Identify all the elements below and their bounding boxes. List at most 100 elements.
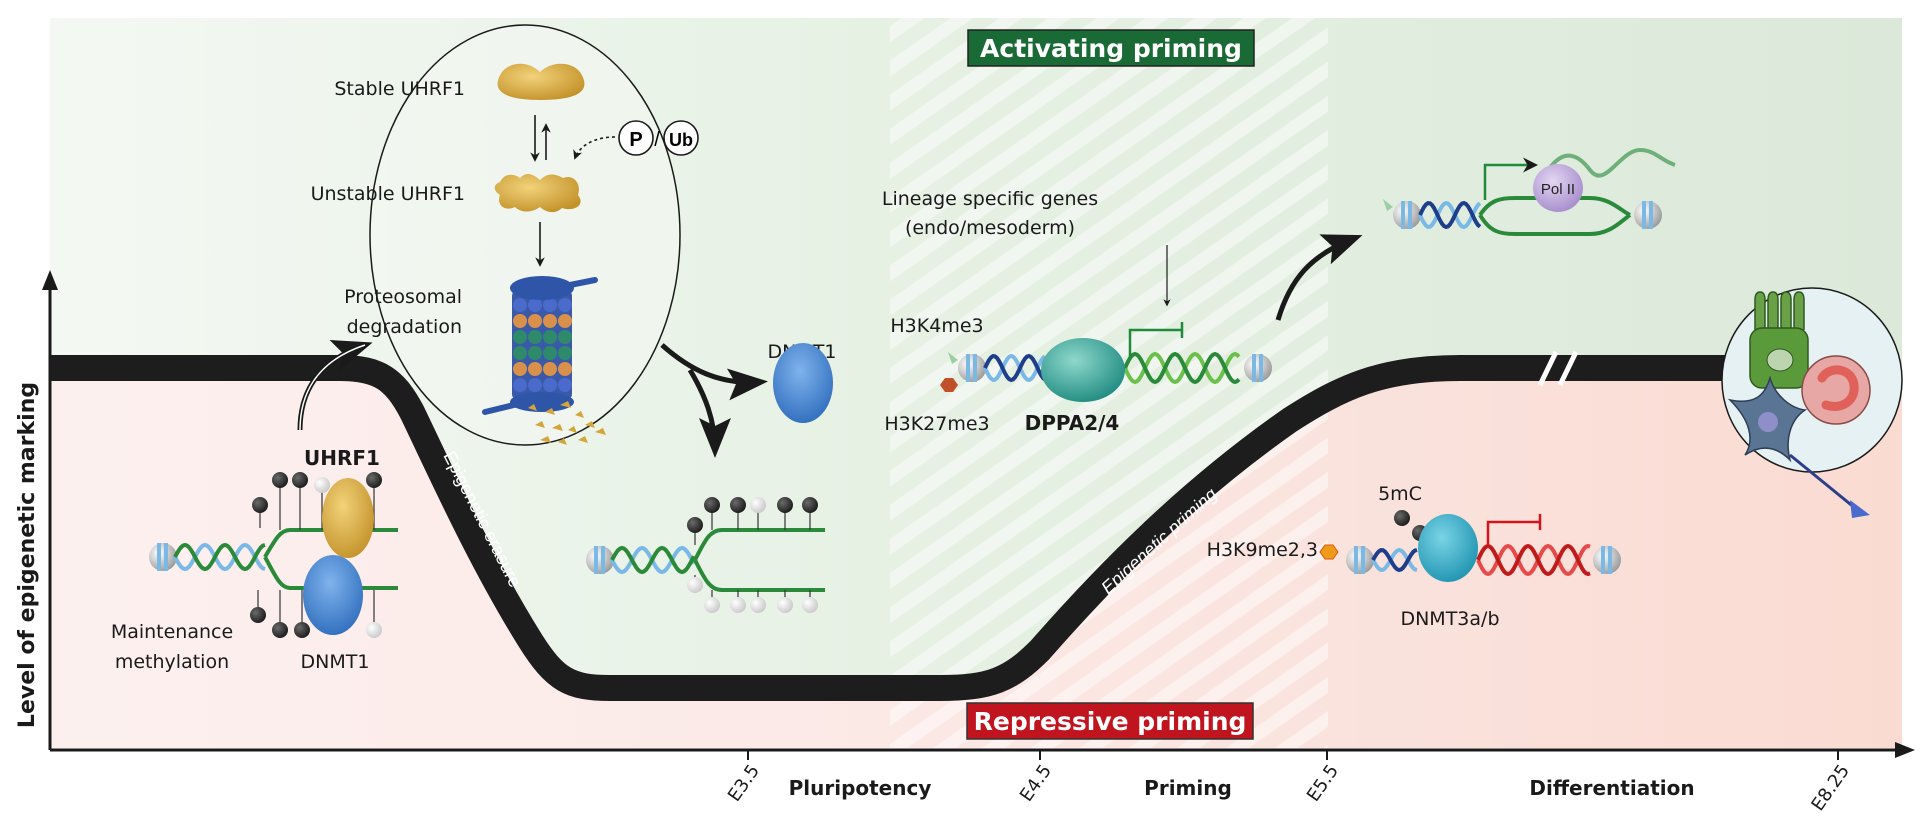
- proteasome-subunit: [558, 330, 572, 344]
- unmethyl-cpg-icon: [750, 497, 766, 513]
- proteasome-subunit: [558, 346, 572, 360]
- methyl-cpg-icon: [687, 517, 703, 533]
- unmethyl-cpg-icon: [802, 597, 818, 613]
- poised-promoter-icon: [1128, 322, 1184, 358]
- y-axis-arrow-icon: [42, 270, 58, 290]
- methyl-cpg-icon: [292, 472, 308, 488]
- methyl-cpg-icon: [730, 497, 746, 513]
- uhrf1-fragment: [540, 436, 551, 443]
- dna-strand: [1371, 547, 1418, 572]
- hemimethylated-dna-icon: [586, 497, 825, 613]
- h3k9-mark-icon: [1319, 544, 1339, 560]
- proteasome-subunit: [528, 362, 542, 376]
- uhrf1-fragment: [552, 424, 563, 431]
- stage-differentiation: Differentiation: [1529, 776, 1694, 800]
- dna-strand: [610, 545, 696, 575]
- y-axis-label: Level of epigenetic marking: [15, 382, 40, 728]
- proteasome-subunit: [528, 330, 542, 344]
- activating-priming-label: Activating priming: [980, 34, 1242, 63]
- lineage-genes-line2: (endo/mesoderm): [905, 217, 1075, 239]
- differentiated-cells-icon: [1721, 287, 1903, 518]
- dna-strand: [983, 353, 1047, 383]
- release-arrow: [660, 343, 768, 401]
- h3k4me3-mark-icon: [948, 352, 958, 364]
- uhrf1-fragment: [595, 428, 606, 435]
- unstable-uhrf1-label: Unstable UHRF1: [311, 183, 465, 205]
- tick-label-e5-5: E5.5: [1303, 761, 1343, 806]
- nucleosome-icon: [1346, 546, 1374, 574]
- stable-uhrf1-icon: [497, 63, 585, 100]
- active-promoter-icon: [1483, 157, 1538, 200]
- proteasome-subunit: [528, 378, 542, 392]
- proteasome-icon: [482, 276, 598, 415]
- proteasome-subunit: [528, 314, 542, 328]
- dnmt1-protein-icon: [303, 555, 363, 635]
- methyl-cpg-icon: [250, 607, 266, 623]
- dnmt1-label: DNMT1: [301, 651, 370, 673]
- h3k27me3-mark-icon: [940, 378, 958, 392]
- h3k4me3-label: H3K4me3: [890, 315, 983, 337]
- neuron-icon: [1727, 375, 1870, 518]
- unmethyl-cpg-icon: [314, 477, 330, 493]
- proteasome-subunit: [543, 346, 557, 360]
- proteasome-subunit: [558, 378, 572, 392]
- free-dnmt1-icon: [773, 343, 833, 423]
- dppa-label: DPPA2/4: [1025, 411, 1120, 435]
- dna-strand: [1476, 543, 1591, 577]
- proteasome-subunit: [543, 362, 557, 376]
- proteasome-subunit: [543, 314, 557, 328]
- proteasome-subunit: [528, 298, 542, 312]
- uhrf1-degradation-panel: Stable UHRF1 P / Ub Unstable UHRF1 Prote…: [311, 24, 699, 446]
- dna-strand: [983, 353, 1047, 383]
- methyl-cpg-icon: [272, 622, 288, 638]
- dna-strand: [1418, 200, 1482, 230]
- uhrf1-fragment: [578, 436, 588, 443]
- uhrf1-fragment: [560, 401, 571, 408]
- nucleosome-icon: [1593, 546, 1621, 574]
- erasure-arrow: [687, 368, 731, 458]
- proteasome-subunit: [513, 330, 527, 344]
- uhrf1-fragment: [545, 408, 555, 415]
- unmethyl-cpg-icon: [750, 597, 766, 613]
- dppa-priming-illustration: Lineage specific genes (endo/mesoderm) H…: [882, 188, 1363, 435]
- proteasome-subunit: [543, 330, 557, 344]
- nucleosome-icon: [1244, 354, 1272, 382]
- tick-label-e4-5: E4.5: [1016, 761, 1056, 806]
- maintenance-caption-line2: methylation: [115, 651, 229, 673]
- dna-strand: [173, 542, 266, 572]
- unstable-uhrf1-icon: [494, 174, 581, 213]
- unmethyl-cpg-icon: [730, 597, 746, 613]
- dna-strand: [1123, 351, 1241, 385]
- uhrf1-fragment: [528, 404, 537, 411]
- dna-strand-top: [263, 528, 398, 559]
- dna-strand: [1418, 200, 1482, 230]
- uhrf1-fragment: [575, 411, 584, 418]
- axes: Level of epigenetic marking E3.5 E4.5 E5…: [15, 270, 1915, 815]
- activating-priming-banner: Activating priming: [967, 29, 1255, 67]
- h3k9-label: H3K9me2,3: [1207, 539, 1318, 561]
- stage-pluripotency: Pluripotency: [789, 776, 932, 800]
- nucleosome-icon: [586, 546, 614, 574]
- panel-outline: [369, 24, 681, 446]
- activation-arrow: [1275, 234, 1363, 321]
- plot-background: [50, 18, 1902, 748]
- proteasome-subunit: [558, 362, 572, 376]
- dppa-protein-icon: [1041, 338, 1125, 402]
- dna-strand: [1371, 548, 1418, 573]
- pol2-label: Pol II: [1541, 181, 1575, 198]
- tick-label-e3-5: E3.5: [724, 761, 764, 806]
- 5mc-label: 5mC: [1378, 483, 1422, 505]
- unmethyl-cpg-icon: [366, 622, 382, 638]
- methyl-cpg-icon: [294, 622, 310, 638]
- dnmt3-label: DNMT3a/b: [1400, 608, 1499, 630]
- x-axis-arrow-icon: [1895, 742, 1915, 758]
- proteasome-subunit: [543, 378, 557, 392]
- tick-label-e8-25: E8.25: [1807, 761, 1854, 815]
- proteasome-subunit: [513, 362, 527, 376]
- unmethyl-cpg-icon: [777, 597, 793, 613]
- active-gene-illustration: Pol II: [1383, 147, 1676, 236]
- modification-arrow: [573, 136, 616, 160]
- methyl-cpg-icon: [802, 497, 818, 513]
- proteasome-subunit: [528, 346, 542, 360]
